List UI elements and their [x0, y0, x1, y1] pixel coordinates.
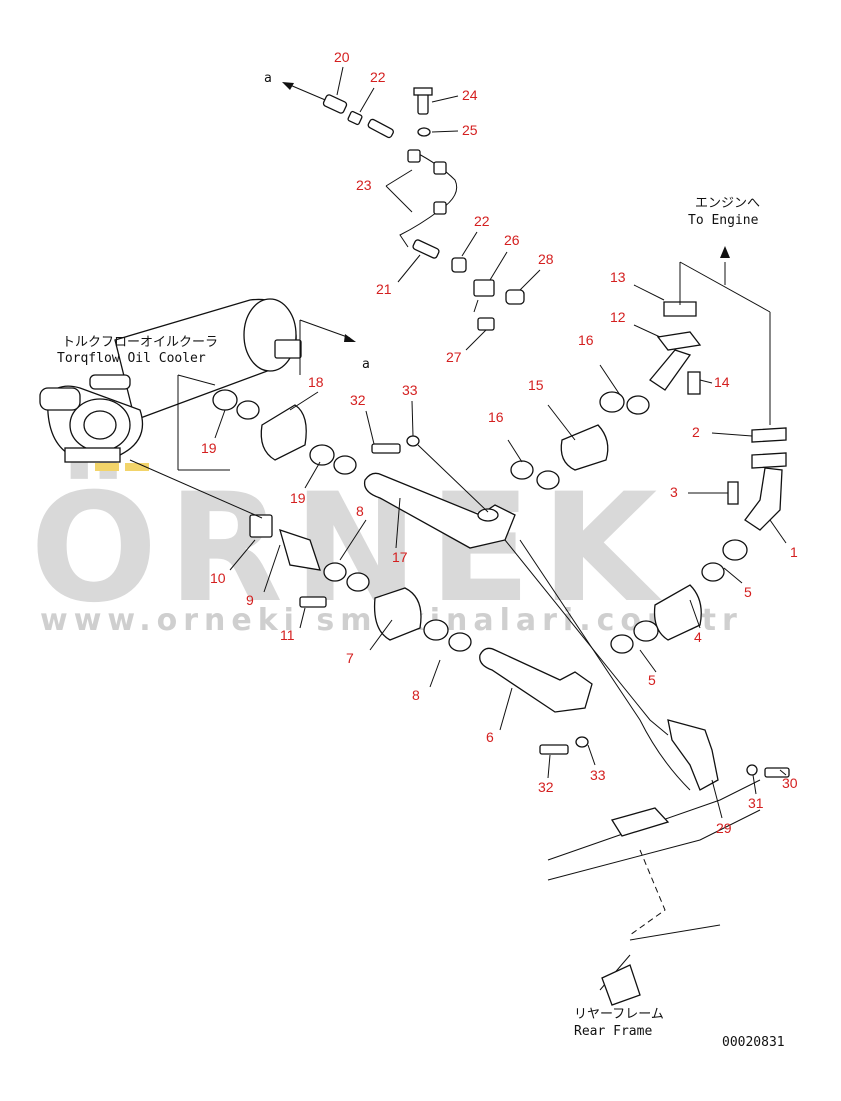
callout-32: 32 [350, 392, 366, 408]
callout-8b: 8 [412, 687, 420, 703]
callout-21: 21 [376, 281, 392, 297]
callout-27: 27 [446, 349, 462, 365]
callout-26: 26 [504, 232, 520, 248]
callout-9: 9 [246, 592, 254, 608]
callout-4: 4 [694, 629, 702, 645]
small-tube-assembly [322, 87, 525, 331]
callout-25: 25 [462, 122, 478, 138]
callout-6: 6 [486, 729, 494, 745]
callout-12: 12 [610, 309, 626, 325]
bracket-29 [504, 539, 790, 791]
callout-5: 5 [744, 584, 752, 600]
callout-10: 10 [210, 570, 226, 586]
callout-19b: 19 [290, 490, 306, 506]
callout-16b: 16 [488, 409, 504, 425]
callout-28: 28 [538, 251, 554, 267]
left-hose-parts [212, 389, 472, 652]
watermark-brand: ÖRNEK [30, 460, 667, 636]
callout-33: 33 [402, 382, 418, 398]
callout-18: 18 [308, 374, 324, 390]
callout-32b: 32 [538, 779, 554, 795]
callout-20: 20 [334, 49, 350, 65]
hose-6 [479, 647, 593, 755]
callout-13: 13 [610, 269, 626, 285]
callout-16: 16 [578, 332, 594, 348]
callout-17: 17 [392, 549, 408, 565]
callout-1: 1 [790, 544, 798, 560]
rear-frame-label-jp: リヤーフレーム [574, 1007, 664, 1022]
callout-8: 8 [356, 503, 364, 519]
callout-numbers: 20 22 24 25 23 22 26 28 21 27 13 12 14 1… [201, 49, 798, 836]
rear-frame-label-en: Rear Frame [574, 1024, 652, 1039]
hose-17 [363, 435, 516, 549]
oil-cooler-label-jp: トルクフローオイルクーラ [62, 335, 218, 350]
watermark-accent-right [125, 463, 149, 471]
view-a-mid-label: a [362, 357, 370, 372]
callout-14: 14 [714, 374, 730, 390]
callout-23: 23 [356, 177, 372, 193]
callout-24: 24 [462, 87, 478, 103]
watermark-accent-left [95, 463, 119, 471]
callout-15: 15 [528, 377, 544, 393]
right-side-parts [510, 301, 787, 654]
to-engine-label-en: To Engine [688, 213, 759, 228]
callout-11: 11 [280, 627, 295, 643]
view-a-top-label: a [264, 71, 272, 86]
to-engine-label-jp: エンジンへ [695, 196, 760, 211]
view-a-top-arrow [282, 82, 331, 103]
callout-29: 29 [716, 820, 732, 836]
callout-5b: 5 [648, 672, 656, 688]
callout-33b: 33 [590, 767, 606, 783]
callout-30: 30 [782, 775, 798, 791]
callout-3: 3 [670, 484, 678, 500]
rear-frame-lines [547, 779, 761, 1006]
callout-19: 19 [201, 440, 217, 456]
oil-cooler-label-en: Torqflow Oil Cooler [57, 351, 206, 366]
view-a-mid-arrow [299, 319, 356, 375]
callout-2: 2 [692, 424, 700, 440]
drawing-number: 00020831 [722, 1035, 785, 1050]
callout-22b: 22 [474, 213, 490, 229]
callout-7: 7 [346, 650, 354, 666]
leader-lines [214, 66, 787, 819]
oil-cooler [39, 298, 302, 463]
callout-31: 31 [748, 795, 764, 811]
callout-22: 22 [370, 69, 386, 85]
